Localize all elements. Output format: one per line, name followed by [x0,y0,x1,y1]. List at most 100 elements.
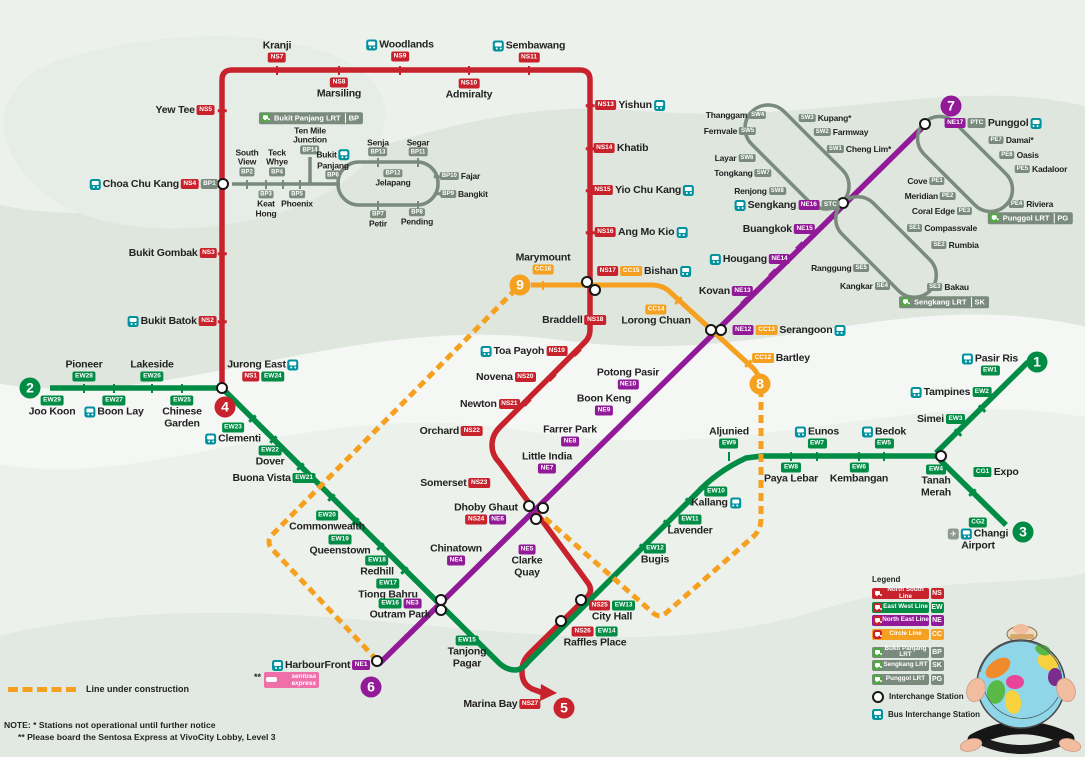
station-code-badge: PE3 [956,206,973,216]
legend-line-name: Punggol LRT [885,674,926,682]
station-code-badge: NE6 [488,514,507,525]
station-code-badge: BP13 [368,147,388,157]
interchange-station-circle [575,594,587,606]
station-tick [727,451,731,461]
station-name: Compassvale [924,222,977,233]
station-name: Bukit [316,148,337,159]
legend-line-bar: North East Line [872,615,929,626]
bus-interchange-icon [734,199,746,211]
station-tick [180,383,184,393]
construction-label: Line under construction [86,684,190,694]
station-code-badge: EW22 [258,444,282,455]
station-code-badge: NE1 [352,659,370,670]
station-code-badge: NE15 [793,223,816,234]
station-name: Jelapang [375,177,411,188]
lrt-icon [873,661,882,670]
station-code-badge: EW24 [261,371,285,382]
interchange-station-circle [530,513,542,525]
station-name: Kupang* [817,112,852,123]
sentosa-express-logo: sentosa express [264,672,320,688]
station-name: Yew Tee [155,103,195,116]
station-code-badge: CG2 [968,516,988,527]
station-name: Boon Lay [97,404,144,417]
station-name: Riviera [1026,198,1054,209]
station-name: Joo Koon [28,404,76,417]
legend-line-name: North South Line [887,586,924,600]
interchange-station-circle [588,283,601,296]
legend-line-code: NE [930,615,944,626]
bus-interchange-icon [84,405,96,417]
station-name: Garden [164,417,200,429]
legend-line-bar: North South Line [872,586,929,600]
station-code-badge: BP6 [325,170,341,180]
station-code-badge: SE4 [874,281,890,291]
train-icon [873,589,882,598]
circle-line-under-construction-east [543,394,764,619]
bus-interchange-icon [1030,117,1042,129]
legend-line-name: Circle Line [889,629,922,637]
station-name: Oasis [1016,149,1039,160]
legend-line-bar: East West Line [872,601,929,613]
station-code-badge: EW2 [972,386,992,397]
station-code-badge: NS13 [595,99,617,110]
station-tick [112,383,116,393]
legend-line-bar: Punggol LRT [872,673,929,685]
station-tick [585,230,595,234]
station-name: Tampines [923,385,971,398]
station-code-badge: EW20 [315,509,339,520]
station-tick [275,65,279,75]
station-code-badge: EW27 [102,394,126,405]
legend-line-code: PG [930,673,944,685]
station-code-badge: BP3 [258,189,274,199]
circle-line-under-construction-west [266,287,518,660]
station-tick [281,179,285,189]
station-code-badge: EW10 [704,485,728,496]
station-code-badge: NE8 [561,436,579,447]
station-code-badge: EW7 [807,438,827,449]
station-name: Tiong Bahru [358,587,418,600]
station-name: Kangkar [840,280,873,291]
station-code-badge: EW28 [72,371,96,382]
station-code-badge: BP10 [439,171,459,181]
station-code-badge: EW12 [643,542,667,553]
station-tick [376,200,380,210]
station-name: Pasir Ris [974,351,1019,364]
legend-line-bar: Sengkang LRT [872,660,929,671]
station-name: Aljunied [709,424,749,437]
station-name: Rumbia [948,239,979,250]
station-name: View [237,156,257,167]
station-code-badge: NS21 [498,398,520,409]
station-name: Punggol [987,116,1029,129]
bus-interchange-icon [287,358,299,370]
station-code-badge: NE14 [768,253,791,264]
station-code-badge: CC16 [532,264,554,275]
lrt-icon [873,647,882,657]
station-name: Bartley [775,351,810,364]
station-name: Ten Mile [294,124,326,135]
station-code-badge: NS2 [198,315,217,326]
